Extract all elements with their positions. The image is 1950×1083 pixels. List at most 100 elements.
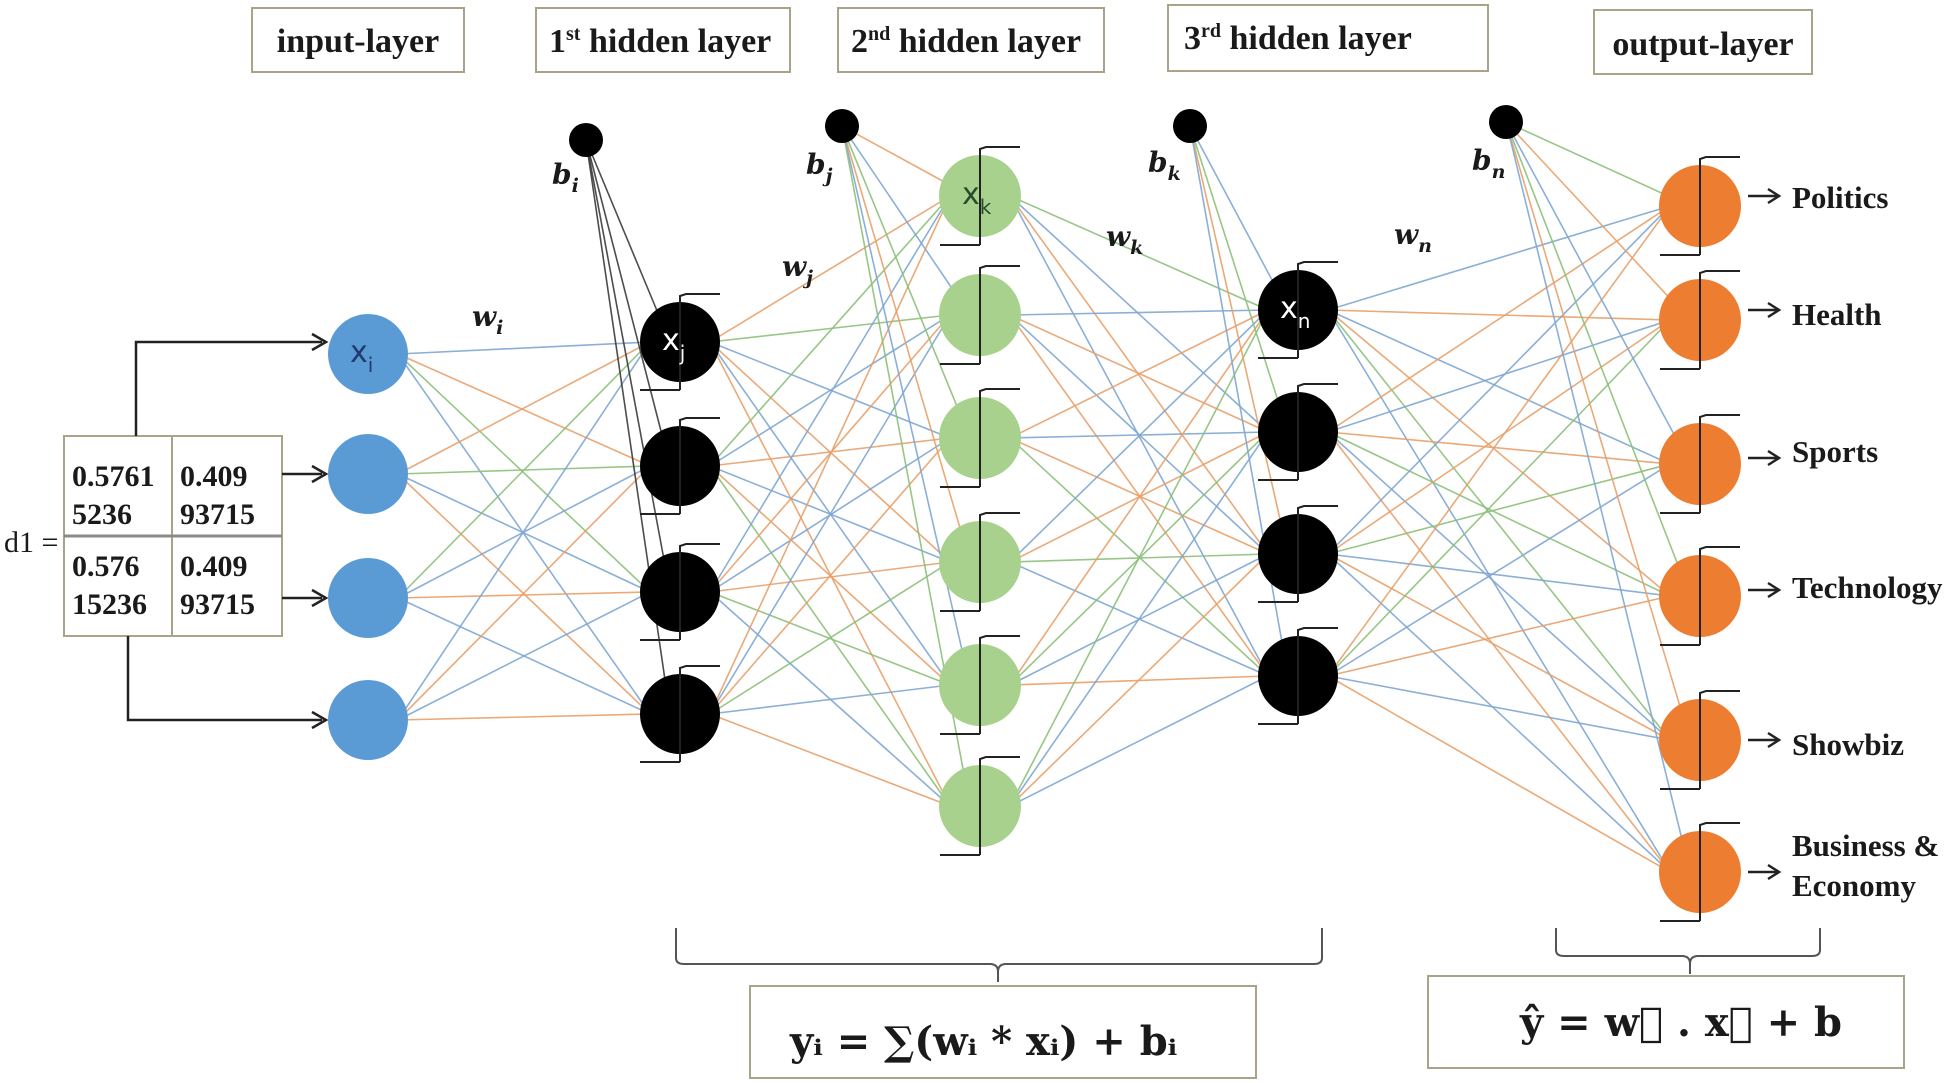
h2-node [939, 265, 1021, 365]
formula-output: ŷ = w⃗ . x⃗ + b [1427, 975, 1905, 1069]
weight-connection [1009, 675, 1269, 807]
weight-connection [1327, 595, 1671, 677]
activation-step-icon [1297, 261, 1338, 358]
bias-connection [841, 125, 971, 563]
weight-connection [709, 437, 951, 715]
bias-node [1173, 109, 1207, 143]
weight-connection [1009, 553, 1269, 807]
weight-connection [709, 341, 951, 807]
arrow-icon [134, 340, 322, 436]
bias-connection [1505, 121, 1691, 465]
weight-connection [1327, 319, 1671, 677]
matrix-cell: 5236 [72, 498, 132, 531]
bias-connection [585, 139, 671, 593]
layer-titles: input-layer 1st hidden layer 2nd hidden … [251, 4, 1813, 75]
weight-connection [709, 713, 951, 807]
bias-connection [1189, 125, 1289, 677]
weight-connection [397, 341, 651, 355]
weight-connection [1327, 309, 1671, 597]
bias-connection [1505, 121, 1691, 741]
bias-connection [841, 125, 971, 686]
weight-connection [709, 314, 951, 715]
weight-connection [1327, 205, 1671, 555]
weight-connection [397, 353, 651, 593]
bias-connection [585, 139, 671, 343]
activation-step-icon [1699, 156, 1740, 255]
weight-connection [397, 473, 651, 593]
weight-connection [397, 465, 651, 721]
h2-node [939, 635, 1021, 735]
weight-connection [709, 314, 951, 467]
weight-label-j: wj [782, 250, 813, 289]
class-label-health: Health [1792, 297, 1882, 332]
bias-connection [1505, 121, 1691, 207]
h1-node: xj [640, 293, 720, 391]
input-node [328, 680, 408, 760]
weight-connection [1327, 205, 1671, 311]
matrix-cell: 93715 [180, 588, 255, 621]
weight-connection [1327, 675, 1671, 873]
weight-connection [397, 341, 651, 599]
neuron-circle [328, 314, 408, 394]
layer-title-h3: 3rd hidden layer [1167, 4, 1489, 72]
weight-connection [1009, 309, 1269, 439]
layer-title-text: hidden layer [890, 23, 1081, 60]
bias-label-i: bi [552, 158, 579, 197]
bias-connection [841, 125, 971, 316]
matrix-cell: 93715 [180, 498, 255, 531]
weight-connection [1327, 553, 1671, 873]
bias-label-k: bk [1148, 146, 1181, 185]
arrow-icon [126, 636, 322, 722]
weight-connection [397, 713, 651, 721]
h3-node: xn [1258, 261, 1338, 359]
weight-connection [1009, 437, 1269, 555]
layer-title-sup: nd [868, 23, 890, 45]
weight-connection [1327, 431, 1671, 597]
bias-connection [1505, 121, 1691, 597]
output-arrow-icon [1748, 581, 1782, 599]
activation-step-icon [679, 293, 720, 390]
weight-connection [1009, 309, 1269, 807]
svg-text:1st hidden layer: 1st hidden layer [549, 23, 771, 60]
weight-connection [1327, 463, 1671, 677]
weight-connection [1327, 205, 1671, 677]
weight-connection [1327, 319, 1671, 555]
weight-connection [397, 341, 651, 721]
formula-hidden: yᵢ = ∑(wᵢ * xᵢ) + bᵢ [749, 985, 1257, 1079]
weight-connection [709, 195, 951, 715]
neuron-circle [328, 434, 408, 514]
bias-label-j: bj [806, 148, 833, 187]
activation-step-icon [679, 665, 720, 762]
output-arrow-icon [1748, 863, 1782, 881]
arrow-icon [311, 332, 329, 352]
weight-label-i: wi [472, 300, 503, 339]
output-arrow-icon [1748, 449, 1782, 467]
arrow-icon [311, 588, 329, 608]
h1-node [640, 543, 720, 641]
weight-connection [1009, 195, 1269, 311]
svg-text:3rd hidden layer: 3rd hidden layer [1184, 20, 1412, 57]
h2-node: xk [939, 146, 1021, 246]
input-arrows [126, 332, 329, 730]
bias-node [1489, 105, 1523, 139]
output-node [1659, 822, 1741, 922]
layer-title-number: 2 [851, 23, 868, 60]
activation-step-icon [1297, 383, 1338, 480]
class-label-economy: Economy [1792, 868, 1917, 903]
weight-connection [1327, 309, 1671, 741]
activation-step-icon [979, 265, 1020, 364]
output-arrow-icon [1748, 731, 1782, 749]
output-node [1659, 156, 1741, 256]
bias-label-n: bn [1472, 144, 1505, 183]
weight-labels: wi wj wk wn [472, 218, 1432, 339]
input-node [328, 434, 408, 514]
layer-title-text: hidden layer [1221, 20, 1412, 57]
weight-connection [709, 314, 951, 343]
layer-title-sup: st [566, 23, 581, 45]
h2-node [939, 756, 1021, 856]
h3-node-label: xn [1280, 291, 1310, 333]
arrow-icon [311, 464, 329, 484]
layer-title-number: 1 [549, 23, 566, 60]
output-arrow-icon [1748, 187, 1782, 205]
